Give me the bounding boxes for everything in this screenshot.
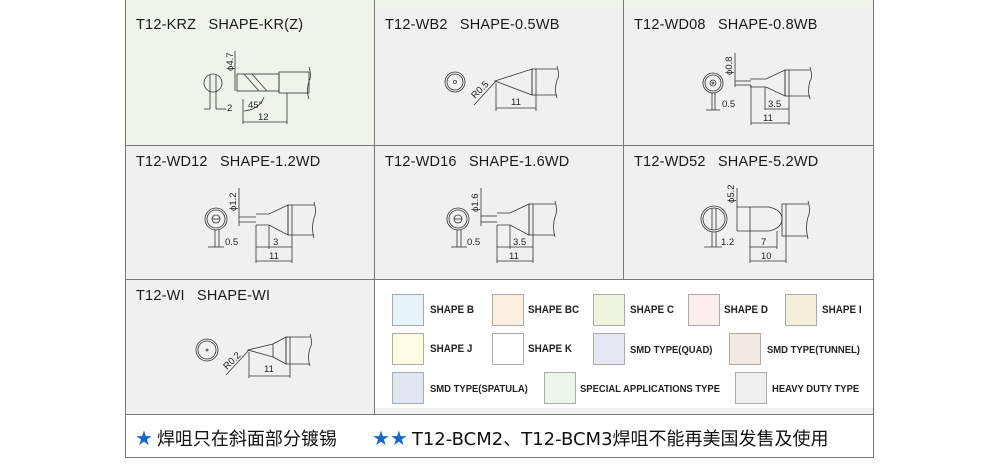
tip-cell-wb2: T12-WB2 SHAPE-0.5WB R0.5 11 xyxy=(375,9,624,146)
tip-model: T12-WD08 xyxy=(634,17,706,33)
legend-label: SHAPE J xyxy=(430,343,473,355)
tip-model: T12-WD16 xyxy=(385,154,457,170)
legend-swatch xyxy=(785,294,817,326)
dim-a: 0.5 xyxy=(225,237,238,248)
tip-model: T12-WI xyxy=(136,288,185,304)
legend-label: SPECIAL APPLICATIONS TYPE xyxy=(580,383,721,395)
tip-shape: SHAPE-WI xyxy=(196,288,271,304)
dim-a: 0.5 xyxy=(467,237,480,248)
legend-swatch xyxy=(593,294,625,326)
top-strip xyxy=(125,0,874,9)
tip-cell-wd16: T12-WD16 SHAPE-1.6WD ϕ1.6 0.5 3.5 11 xyxy=(375,146,624,280)
dim-diameter: ϕ0.8 xyxy=(724,56,735,75)
tip-cell-wd52: T12-WD52 SHAPE-5.2WD ϕ5.2 1.2 7 10 xyxy=(624,146,874,280)
tip-model: T12-KRZ xyxy=(136,17,197,33)
tip-drawing-wd16: ϕ1.6 0.5 3.5 11 xyxy=(446,188,557,263)
tip-shape: SHAPE-0.5WB xyxy=(459,17,560,33)
dim-a: 0.5 xyxy=(722,99,735,110)
dim-length: 11 xyxy=(269,251,279,262)
tip-model: T12-WB2 xyxy=(385,17,448,33)
notes-footer: ★焊咀只在斜面部分镀锡 ★★T12-BCM2、T12-BCM3焊咀不能再美国发售… xyxy=(125,415,874,458)
tip-shape: SHAPE-1.2WD xyxy=(219,154,321,170)
tip-drawing-wb2: R0.5 11 xyxy=(444,65,559,111)
note-text: T12-BCM2、T12-BCM3焊咀不能再美国发售及使用 xyxy=(411,429,829,450)
dim-length: 12 xyxy=(258,112,269,123)
legend-label: SHAPE C xyxy=(630,304,675,316)
dim-diameter: ϕ4.7 xyxy=(225,52,236,71)
tip-model: T12-WD12 xyxy=(136,154,208,170)
dim-length: 10 xyxy=(761,251,772,262)
legend-swatch xyxy=(688,294,720,326)
legend-label: SMD TYPE(SPATULA) xyxy=(430,383,528,395)
tip-cell-wd08: T12-WD08 SHAPE-0.8WB ϕ0.8 0.5 3.5 11 xyxy=(624,9,874,146)
dim-diameter: ϕ5.2 xyxy=(726,184,737,203)
legend-swatch xyxy=(392,333,424,365)
star-icon: ★ xyxy=(135,426,153,450)
tip-cell-wd12: T12-WD12 SHAPE-1.2WD ϕ1.2 0.5 3 11 xyxy=(125,146,375,280)
legend-label: SMD TYPE(TUNNEL) xyxy=(767,344,860,356)
dim-radius: R0.2 xyxy=(221,350,243,372)
tip-model: T12-WD52 xyxy=(634,154,706,170)
tip-shape: SHAPE-1.6WD xyxy=(468,154,570,170)
tip-title: T12-WD12 SHAPE-1.2WD xyxy=(136,154,328,170)
tip-shape: SHAPE-KR(Z) xyxy=(208,17,304,33)
dim-b: 3.5 xyxy=(768,99,781,110)
tip-title: T12-KRZ SHAPE-KR(Z) xyxy=(136,17,311,33)
tip-drawing-wi: R0.2 11 xyxy=(195,333,312,378)
tip-drawing-wd08: ϕ0.8 0.5 3.5 11 xyxy=(702,53,812,125)
dim-b: 7 xyxy=(761,237,766,248)
legend-label: SMD TYPE(QUAD) xyxy=(630,344,713,356)
legend-swatch xyxy=(729,333,761,365)
note-plating: ★焊咀只在斜面部分镀锡 xyxy=(135,425,337,451)
legend-label: HEAVY DUTY TYPE xyxy=(772,383,860,395)
tip-cell-krz: T12-KRZ SHAPE-KR(Z) 2 45° 12 ϕ4.7 xyxy=(125,9,375,146)
color-legend: SHAPE B SHAPE BC SHAPE C SHAPE D SHAPE I… xyxy=(375,280,874,415)
legend-label: SHAPE I xyxy=(822,304,862,316)
dim-b: 3 xyxy=(273,237,278,248)
dim-diameter: ϕ1.2 xyxy=(228,192,239,211)
dim-a: 1.2 xyxy=(721,237,734,248)
tip-title: T12-WD52 SHAPE-5.2WD xyxy=(634,154,826,170)
legend-label: SHAPE K xyxy=(528,343,573,355)
dim-length: 11 xyxy=(509,251,519,262)
tip-cell-wi: T12-WI SHAPE-WI R0.2 11 xyxy=(125,280,375,415)
dim-angle: 45° xyxy=(248,100,263,111)
double-star-icon: ★★ xyxy=(372,426,408,450)
dim-radius: R0.5 xyxy=(469,79,491,101)
tip-title: T12-WD16 SHAPE-1.6WD xyxy=(385,154,577,170)
legend-label: SHAPE D xyxy=(724,304,769,316)
legend-swatch xyxy=(544,372,576,404)
tip-shape: SHAPE-0.8WB xyxy=(717,17,818,33)
legend-label: SHAPE BC xyxy=(528,304,580,316)
legend-swatch xyxy=(492,294,524,326)
tip-title: T12-WD08 SHAPE-0.8WB xyxy=(634,17,826,33)
dim-a: 2 xyxy=(227,103,232,114)
note-text: 焊咀只在斜面部分镀锡 xyxy=(156,429,337,450)
tip-drawing-wd52: ϕ5.2 1.2 7 10 xyxy=(700,184,810,263)
dim-length: 11 xyxy=(264,364,274,375)
tip-drawing-krz: 2 45° 12 ϕ4.7 xyxy=(203,51,311,124)
note-us-restriction: ★★T12-BCM2、T12-BCM3焊咀不能再美国发售及使用 xyxy=(372,425,829,451)
legend-swatch xyxy=(492,333,524,365)
tip-drawing-wd12: ϕ1.2 0.5 3 11 xyxy=(204,188,316,263)
dim-b: 3.5 xyxy=(513,237,526,248)
dim-length: 11 xyxy=(511,97,521,108)
legend-swatch xyxy=(392,372,424,404)
dim-length: 11 xyxy=(763,113,773,124)
tip-title: T12-WB2 SHAPE-0.5WB xyxy=(385,17,568,33)
dim-diameter: ϕ1.6 xyxy=(470,193,481,212)
legend-label: SHAPE B xyxy=(430,304,475,316)
tip-title: T12-WI SHAPE-WI xyxy=(136,288,278,304)
legend-swatch xyxy=(593,333,625,365)
tip-shape-table: T12-KRZ SHAPE-KR(Z) 2 45° 12 ϕ4.7 T12-WB… xyxy=(125,0,874,458)
legend-swatch xyxy=(735,372,767,404)
tip-shape: SHAPE-5.2WD xyxy=(717,154,819,170)
legend-swatch xyxy=(392,294,424,326)
